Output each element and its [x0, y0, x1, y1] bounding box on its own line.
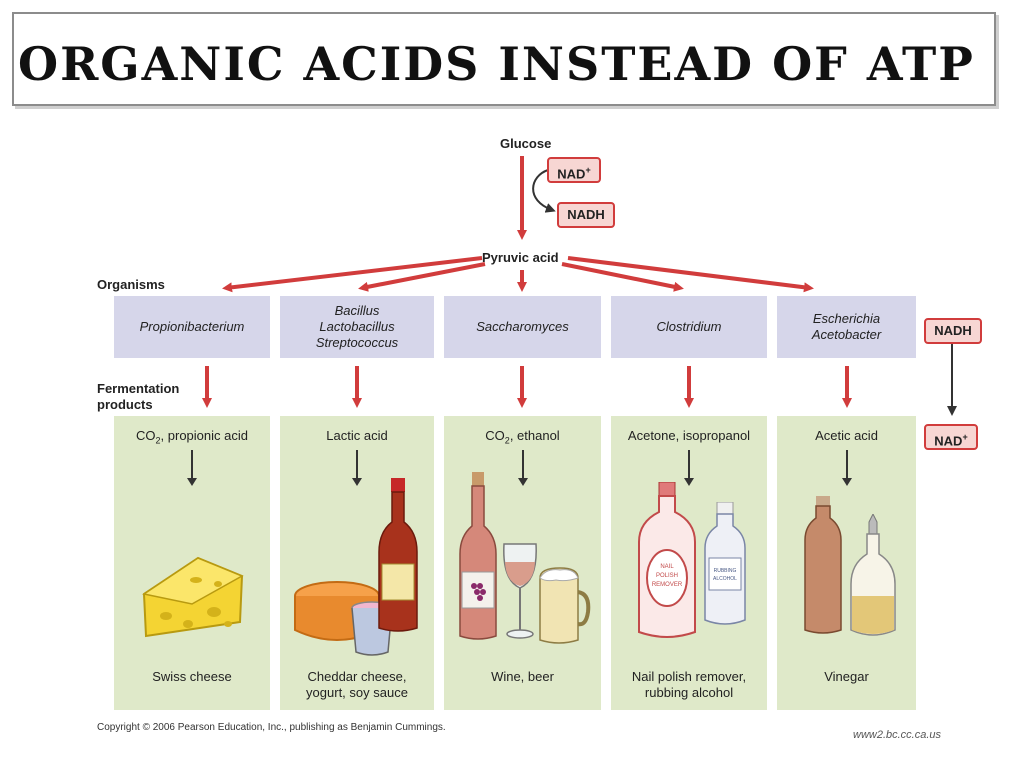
nail-label-3: REMOVER [652, 582, 683, 588]
result-label: Cheddar cheese, yogurt, soy sauce [306, 669, 408, 700]
organism-box-saccharomyces: Saccharomyces [444, 296, 601, 358]
product-panel-propionic: CO2, propionic acid Swiss cheese [114, 416, 270, 710]
title-box [12, 12, 996, 106]
beer-mug-icon [539, 567, 591, 644]
organisms-label: Organisms [97, 277, 165, 292]
product-panel-acetic: Acetic acid Vinegar [777, 416, 916, 710]
arrow-to-bacillus [358, 262, 486, 292]
nad-curve-arrow [532, 169, 556, 213]
product-panel-ethanol: CO2, ethanol Wine, beer [444, 416, 601, 710]
organism-box-clostridium: Clostridium [611, 296, 767, 358]
product-title: Lactic acid [326, 428, 388, 443]
product-panel-acetone: Acetone, isopropanol NAIL POLISH REMOVER… [611, 416, 767, 710]
product-title: CO2, ethanol [485, 428, 560, 446]
product-title: Acetone, isopropanol [627, 428, 751, 443]
nail-polish-remover-bottle-icon: NAIL POLISH REMOVER [638, 482, 696, 638]
arrow-to-propionibacterium [222, 256, 483, 293]
copyright-text: Copyright © 2006 Pearson Education, Inc.… [97, 722, 446, 733]
wine-bottle-icon [459, 472, 497, 640]
organism-box-propionibacterium: Propionibacterium [114, 296, 270, 358]
nail-label-1: NAIL [660, 564, 674, 570]
down-arrow [684, 450, 694, 486]
product-title: Acetic acid [815, 428, 878, 443]
rubbing-alcohol-bottle-icon: RUBBING ALCOHOL [704, 502, 746, 625]
result-label: Wine, beer [491, 669, 554, 684]
wine-glass-icon [503, 543, 537, 639]
arrow-to-escherichia [567, 256, 814, 293]
fermentation-label: Fermentation products [97, 381, 180, 412]
nad-plus-pill: NAD+ [547, 157, 601, 183]
rub-label-2: ALCOHOL [713, 576, 737, 582]
page-title: ORGANIC ACIDS INSTEAD OF ATP [18, 37, 975, 91]
glucose-label: Glucose [500, 136, 552, 151]
product-title: CO2, propionic acid [136, 428, 248, 446]
oil-cruet-icon [850, 514, 896, 636]
right-nad-plus-pill: NAD+ [924, 424, 978, 450]
result-label: Swiss cheese [152, 669, 232, 684]
down-arrow [187, 450, 197, 486]
organism-box-bacillus: Bacillus Lactobacillus Streptococcus [280, 296, 434, 358]
product-panel-lactic: Lactic acid Cheddar cheese, yogurt, soy … [280, 416, 434, 710]
swiss-cheese-icon [142, 556, 244, 638]
nadh-pill: NADH [557, 202, 615, 228]
source-url: www2.bc.cc.ca.us [853, 729, 942, 741]
result-label: Nail polish remover, rubbing alcohol [631, 669, 747, 700]
vinegar-bottle-icon [804, 496, 842, 634]
rub-label-1: RUBBING [714, 568, 737, 574]
soy-sauce-bottle-icon [378, 478, 418, 632]
nail-label-2: POLISH [656, 573, 678, 579]
result-label: Vinegar [824, 669, 869, 684]
arrow-to-clostridium [561, 262, 684, 292]
down-arrow [517, 450, 528, 486]
right-nadh-pill: NADH [924, 318, 982, 344]
pyruvic-acid-label: Pyruvic acid [482, 250, 559, 265]
down-arrow [841, 450, 852, 486]
organism-box-escherichia: Escherichia Acetobacter [777, 296, 916, 358]
down-arrow [352, 450, 362, 486]
